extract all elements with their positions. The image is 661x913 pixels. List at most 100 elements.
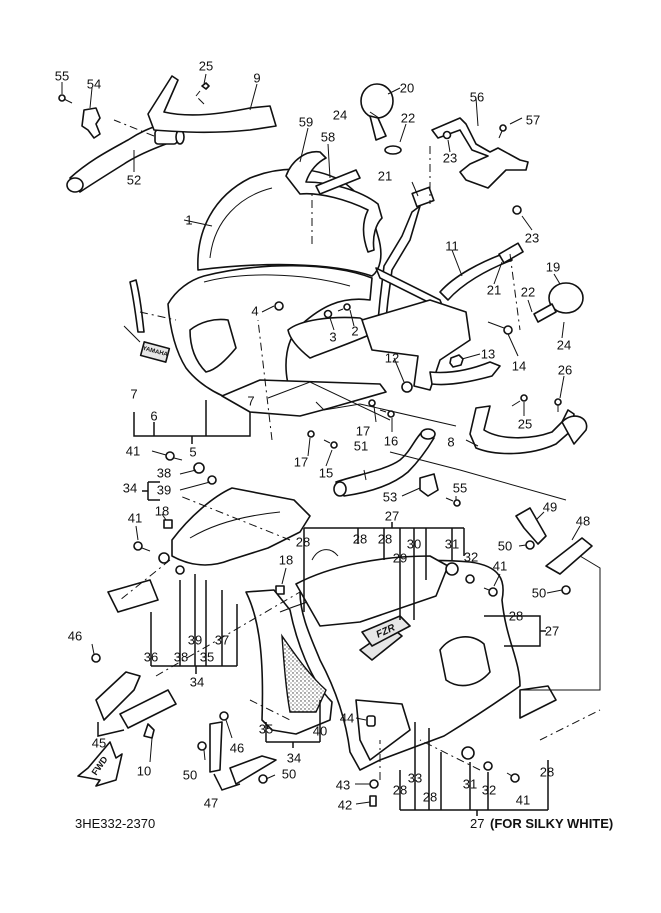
callout-55: 55 [452,480,468,496]
air-duct-52 [66,123,185,193]
callout-8: 8 [447,434,455,450]
callout-25: 25 [517,416,533,432]
callout-39: 39 [187,632,203,648]
callout-20: 20 [399,80,415,96]
callout-37: 37 [214,632,230,648]
callout-54: 54 [86,76,102,92]
callout-28: 28 [508,608,524,624]
group-bracket-47 [213,773,241,791]
group-bracket-34-left [150,574,238,674]
group-bracket-27-top [303,522,465,620]
callout-5: 5 [189,444,197,460]
grommet-12 [401,381,413,393]
bolt-14 [487,321,513,335]
nut-13 [449,354,464,368]
callout-28: 28 [539,764,555,780]
callout-39: 39 [156,482,172,498]
callout-28: 28 [392,782,408,798]
assembly-line [539,709,601,741]
callout-12: 12 [384,350,400,366]
collar-17-16-15 [307,399,395,449]
callout-35: 35 [199,649,215,665]
callout-32: 32 [463,549,479,565]
inner-fairing-35 [245,589,333,735]
callout-41: 41 [515,792,531,808]
callout-23: 23 [442,150,458,166]
callout-26: 26 [557,362,573,378]
assembly-line [389,451,567,501]
callout-28: 28 [295,534,311,550]
lower-cowl-trim [221,379,387,417]
assembly-line [509,253,521,331]
callout-24: 24 [556,337,572,353]
callout-46: 46 [229,740,245,756]
callout-47: 47 [203,795,219,811]
assembly-line [419,739,481,771]
callout-51: 51 [353,438,369,454]
callout-28: 28 [377,531,393,547]
callout-15: 15 [318,465,334,481]
grab-rail-59 [285,151,383,253]
callout-55: 55 [54,68,70,84]
group-bracket-45-10 [97,722,125,737]
callout-38: 38 [173,649,189,665]
callout-10: 10 [136,763,152,779]
screw-57 [498,124,507,139]
callout-44: 44 [339,710,355,726]
callout-36: 36 [143,649,159,665]
screw-25-b [511,394,528,407]
cowling-side-strip-7 [129,279,145,333]
bolt-55-top [58,94,73,104]
callout-43: 43 [335,777,351,793]
mirror-20 [360,83,402,155]
callout-50: 50 [497,538,513,554]
callout-24: 24 [332,107,348,123]
callout-17: 17 [293,454,309,470]
callout-52: 52 [126,172,142,188]
callout-56: 56 [469,89,485,105]
bolt-41-left [133,451,183,552]
callout-50: 50 [531,585,547,601]
callout-21: 21 [377,168,393,184]
callout-1: 1 [185,212,193,228]
grommet-31-32 [445,562,493,771]
mirror-19 [533,282,584,323]
callout-22: 22 [520,284,536,300]
windscreen-1 [197,168,382,277]
callout-34: 34 [122,480,138,496]
callout-59: 59 [298,114,314,130]
label-58 [315,169,361,195]
bracket-54 [81,107,101,139]
callout-9: 9 [253,70,261,86]
callout-28: 28 [352,531,368,547]
assembly-line [195,95,205,105]
callout-7: 7 [130,386,138,402]
nut-23-a [442,130,452,140]
group-bracket-34-top [142,481,160,501]
assembly-line [267,381,391,421]
assembly-line [113,119,155,137]
callout-13: 13 [480,346,496,362]
bracket-10 [119,689,177,739]
callout-17: 17 [355,423,371,439]
callout-49: 49 [542,499,558,515]
callout-32: 32 [481,782,497,798]
trim-36 [107,579,159,613]
callout-34: 34 [189,674,205,690]
variant-note: (FOR SILKY WHITE) [490,816,614,831]
callout-14: 14 [511,358,527,374]
yamaha-emblem-6 [139,341,171,363]
callout-19: 19 [545,259,561,275]
bolt-41-right [483,587,520,783]
bolt-46 [91,653,229,721]
drawing-number: 3HE332-2370 [75,816,156,831]
assembly-line [249,699,291,721]
assembly-line [139,311,177,321]
callout-11: 11 [445,238,459,254]
callout-50: 50 [182,767,198,783]
callout-41: 41 [492,558,508,574]
stay-48 [545,537,593,575]
bracket-45 [95,671,141,721]
callout-23: 23 [524,230,540,246]
